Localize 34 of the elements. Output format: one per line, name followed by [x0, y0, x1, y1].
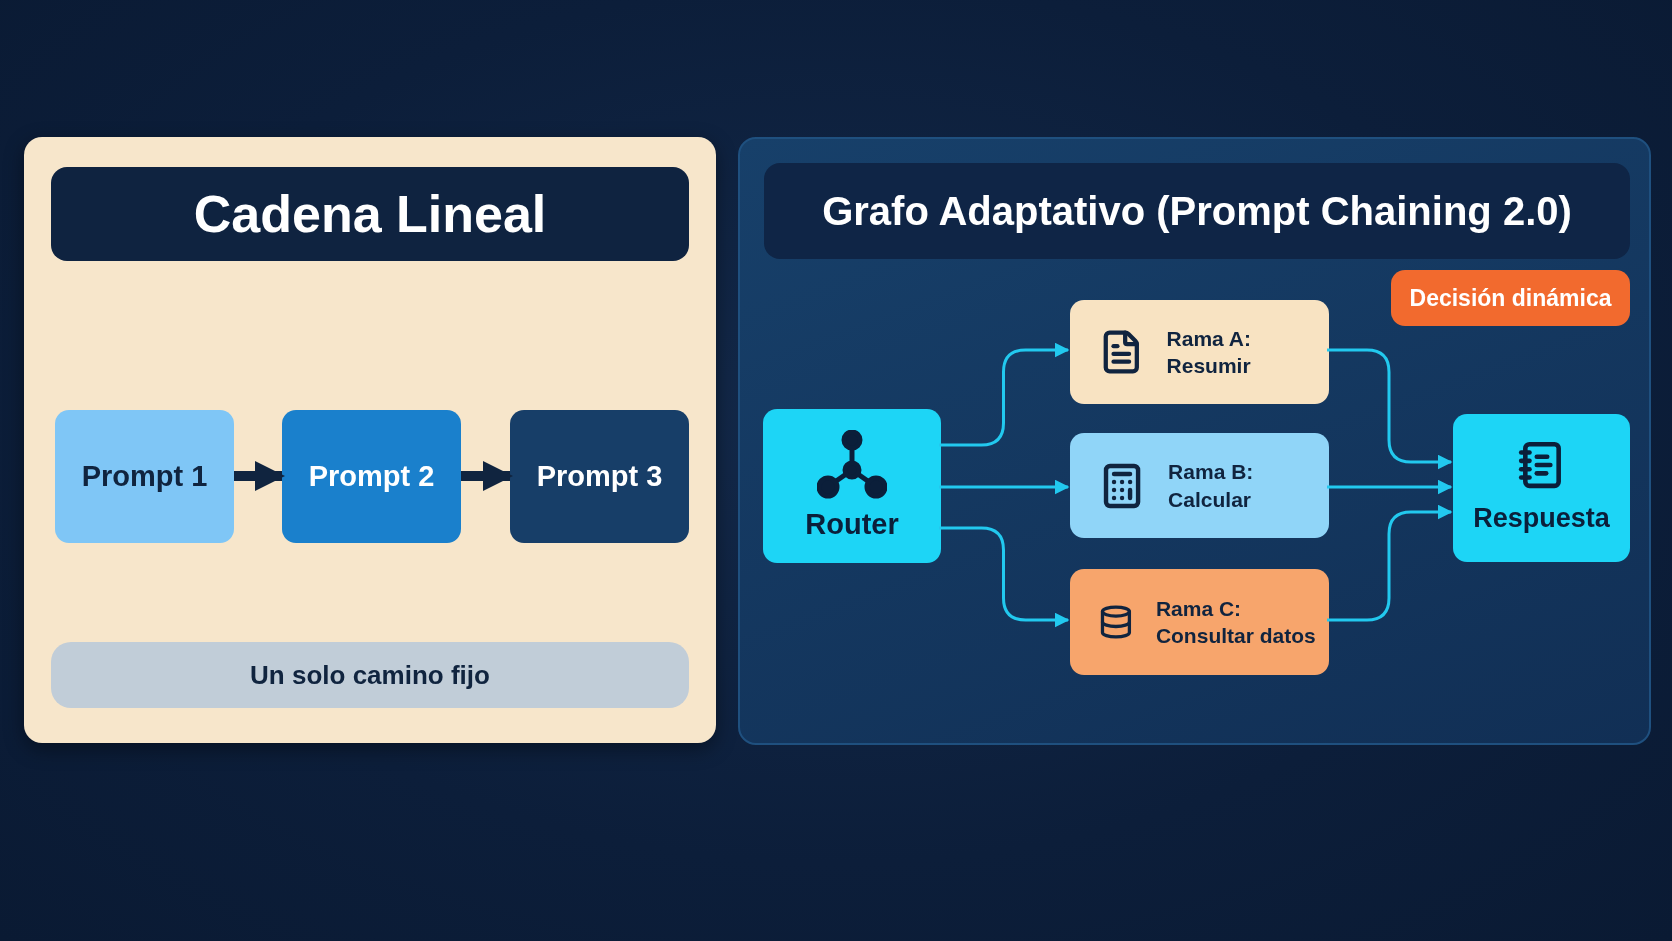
- title-bar: [764, 163, 1630, 259]
- node-label: Un solo camino fijo: [250, 658, 490, 692]
- process-box: [282, 410, 461, 543]
- arrow: [234, 461, 285, 491]
- title-bar: [51, 167, 689, 261]
- branch-box: [1070, 569, 1329, 675]
- node-label: Prompt 2: [308, 459, 435, 495]
- node-label: Rama C: Consultar datos: [1155, 595, 1317, 649]
- node-label: Prompt 3: [536, 459, 663, 495]
- arrow: [939, 526, 1070, 628]
- arrow: [461, 461, 513, 491]
- note-bar: [51, 642, 689, 708]
- arrow: [939, 479, 1070, 495]
- node-label: Prompt 1: [81, 459, 208, 495]
- arrow: [1327, 479, 1453, 495]
- result-box: [1453, 414, 1630, 562]
- node-label: Respuesta: [1473, 502, 1610, 536]
- node-label: Rama A: Resumir: [1166, 325, 1252, 379]
- branch-box: [1070, 300, 1329, 404]
- router-box: [763, 409, 941, 563]
- node-label: Router: [805, 506, 899, 542]
- node-label: Cadena Lineal: [193, 183, 547, 245]
- arrow: [1327, 504, 1453, 622]
- node-label: Rama B: Calcular: [1168, 459, 1255, 513]
- process-box: [55, 410, 234, 543]
- node-label: Decisión dinámica: [1409, 283, 1612, 313]
- node-label: Grafo Adaptativo (Prompt Chaining 2.0): [822, 188, 1572, 235]
- branch-box: [1070, 433, 1329, 538]
- process-box: [510, 410, 689, 543]
- badge: [1391, 270, 1630, 326]
- arrow: [939, 342, 1070, 447]
- panel-card: [738, 137, 1651, 745]
- panel-card: [24, 137, 716, 743]
- arrow: [1327, 348, 1453, 470]
